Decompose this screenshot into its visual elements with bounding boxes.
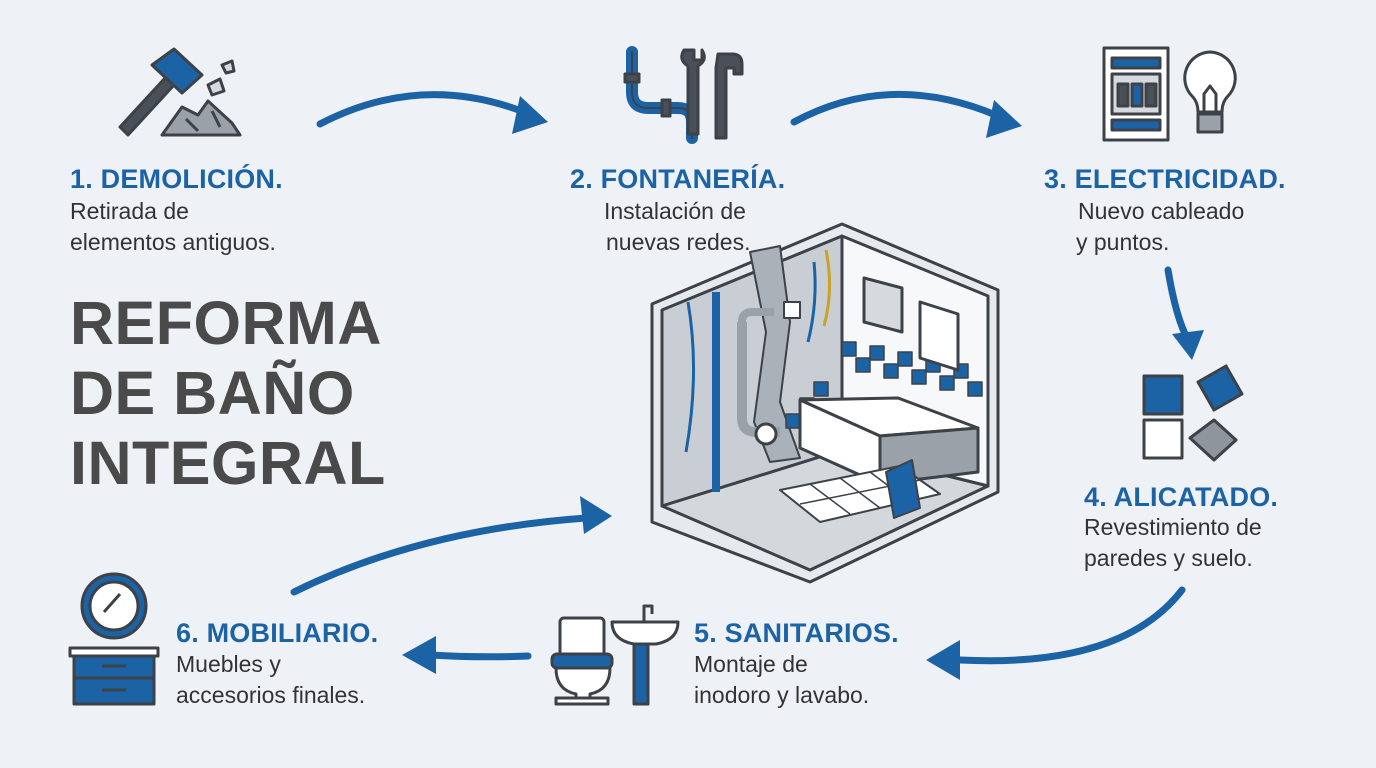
hammer-rubble-icon xyxy=(118,47,242,137)
step-desc-line: elementos antiguos. xyxy=(70,229,276,255)
step-desc-line: nuevas redes. xyxy=(606,229,751,255)
arrow-1-to-2 xyxy=(316,91,528,128)
main-title-line: REFORMA xyxy=(70,289,382,357)
arrow-4-to-5 xyxy=(956,586,1186,665)
step-desc-line: Nuevo cableado xyxy=(1078,198,1245,224)
step-title: 6. MOBILIARIO. xyxy=(176,618,379,648)
tiles-icon xyxy=(1142,364,1244,462)
step-title: 2. FONTANERÍA. xyxy=(570,164,786,194)
arrow-6-to-center xyxy=(290,514,590,596)
arrowhead xyxy=(1172,330,1204,360)
arrowhead xyxy=(512,96,548,134)
toilet-sink-icon xyxy=(550,604,680,706)
vanity-mirror-icon xyxy=(68,572,160,706)
step-desc-line: y puntos. xyxy=(1076,229,1170,255)
arrow-3-to-4 xyxy=(1164,266,1192,344)
step-desc-line: Revestimiento de xyxy=(1084,514,1262,540)
step-desc-line: Instalación de xyxy=(604,198,746,224)
main-title-line: DE BAÑO xyxy=(70,359,355,427)
arrow-2-to-3 xyxy=(790,90,1002,126)
main-title: REFORMA DE BAÑO INTEGRAL xyxy=(70,288,386,498)
step-title: 5. SANITARIOS. xyxy=(694,618,899,648)
step-desc-line: Muebles y xyxy=(176,651,281,677)
arrow-5-to-6 xyxy=(426,651,532,661)
main-title-line: INTEGRAL xyxy=(70,429,386,497)
step-title: 1. DEMOLICIÓN. xyxy=(70,164,283,194)
step-desc-line: inodoro y lavabo. xyxy=(694,682,870,708)
step-desc-line: accesorios finales. xyxy=(176,682,366,708)
step-title: 3. ELECTRICIDAD. xyxy=(1044,164,1286,194)
pipes-wrench-icon xyxy=(623,46,744,144)
arrowhead xyxy=(402,636,436,674)
arrowhead xyxy=(926,640,960,680)
arrowhead xyxy=(986,100,1022,138)
step-title: 4. ALICATADO. xyxy=(1084,482,1279,512)
step-desc-line: Montaje de xyxy=(694,651,808,677)
step-desc-line: paredes y suelo. xyxy=(1084,545,1253,571)
step-desc-line: Retirada de xyxy=(70,198,189,224)
bathroom-isometric-illustration xyxy=(650,222,1000,584)
arrowhead xyxy=(580,496,612,534)
breaker-bulb-icon xyxy=(1102,46,1237,142)
